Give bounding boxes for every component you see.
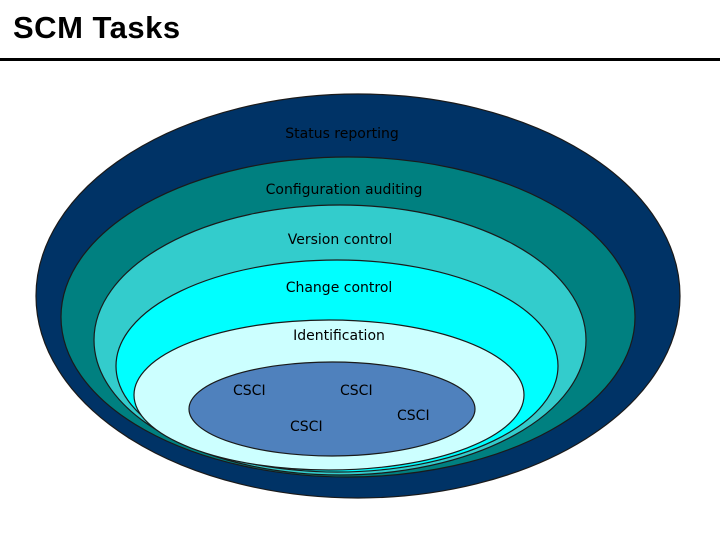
label-version-control: Version control [288,232,392,248]
slide-title: SCM Tasks [13,10,181,45]
csci-label-3: CSCI [290,419,323,435]
csci-label-1: CSCI [233,383,266,399]
label-configuration-auditing: Configuration auditing [266,182,423,198]
csci-label-2: CSCI [340,383,373,399]
label-change-control: Change control [286,280,393,296]
title-divider [0,58,720,61]
label-status-reporting: Status reporting [285,126,398,142]
csci-label-4: CSCI [397,408,430,424]
core-csci-area [188,361,476,457]
label-identification: Identification [293,328,385,344]
